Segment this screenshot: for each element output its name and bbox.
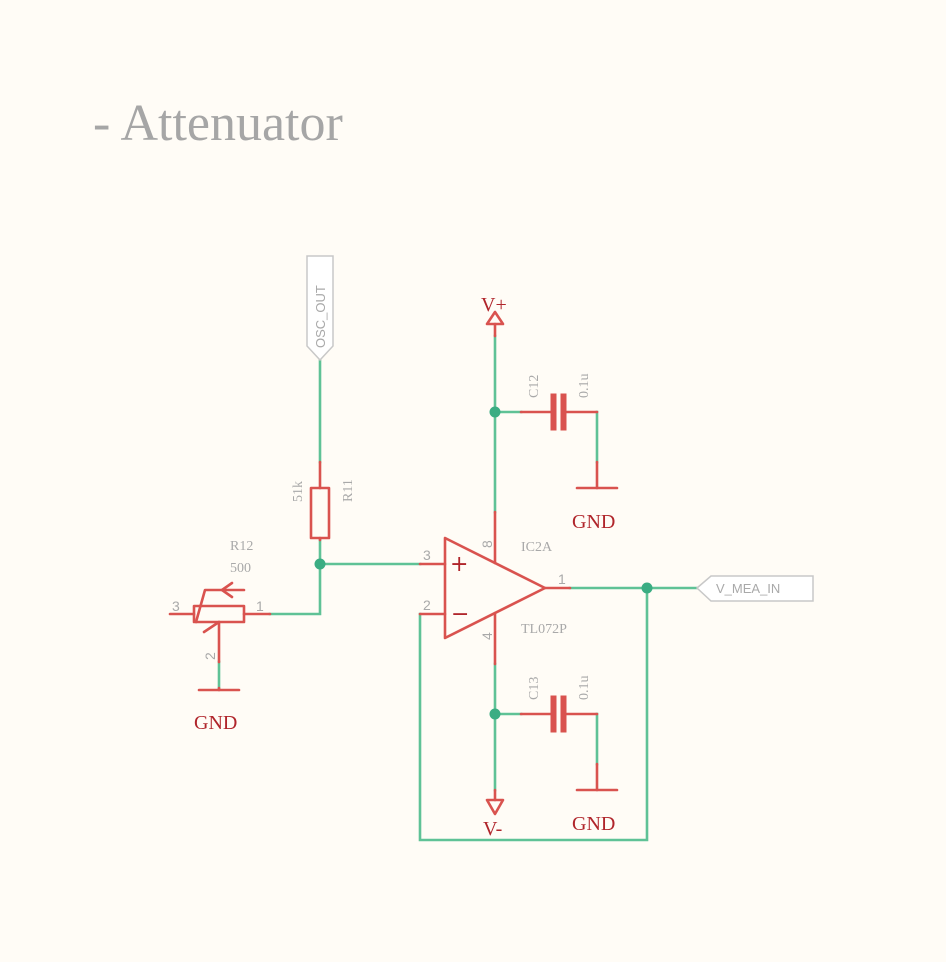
opamp-pin-label-2: 2 — [423, 597, 431, 613]
opamp-pin-label-1: 1 — [558, 571, 566, 587]
c13-name: C13 — [527, 677, 542, 700]
potentiometer-r12: R12 500 3 1 2 — [168, 539, 272, 664]
wires — [217, 334, 699, 842]
net-label-v-mea-in-text: V_MEA_IN — [716, 581, 780, 596]
r12-pin1: 1 — [256, 598, 264, 614]
net-label-v-mea-in: V_MEA_IN — [695, 575, 814, 602]
c12-name: C12 — [527, 375, 542, 398]
resistor-r11: 51k R11 — [291, 460, 356, 542]
ic2a-value: TL072P — [521, 622, 567, 637]
net-label-osc-out-text: OSC_OUT — [313, 285, 328, 348]
junction-vminus-c13 — [489, 708, 501, 720]
r11-value: 51k — [291, 481, 306, 502]
supply-vminus: V- — [483, 788, 505, 840]
c12-value: 0.1u — [577, 374, 592, 399]
pot-adjust-arrow-icon — [194, 588, 246, 624]
junction-input-node — [314, 558, 326, 570]
opamp-pin-label-4: 4 — [479, 632, 495, 640]
opamp-minus-symbol: − — [451, 602, 469, 627]
r12-pin2: 2 — [202, 652, 218, 660]
vminus-arrow-icon — [485, 798, 505, 816]
gnd-label-c12: GND — [572, 511, 615, 533]
r12-pin3: 3 — [172, 598, 180, 614]
opamp-pin-label-8: 8 — [479, 540, 495, 548]
opamp-ic2a: + − IC2A TL072P 3 2 1 8 4 — [418, 510, 572, 666]
r12-name: R12 — [230, 539, 253, 554]
vminus-label: V- — [483, 818, 502, 840]
net-label-osc-out: OSC_OUT — [306, 255, 334, 362]
junction-output-feedback — [641, 582, 653, 594]
supply-vplus: V+ — [481, 294, 507, 338]
r12-value: 500 — [230, 561, 251, 576]
capacitor-c13: C13 0.1u — [519, 676, 599, 733]
junction-vplus-c12 — [489, 406, 501, 418]
opamp-pin-label-3: 3 — [423, 547, 431, 563]
gnd-label-c13: GND — [572, 813, 615, 835]
ground-symbol-c13: GND — [572, 762, 619, 835]
gnd-label-r12: GND — [194, 712, 237, 734]
r11-name: R11 — [341, 479, 356, 502]
vplus-label: V+ — [481, 294, 507, 316]
wire-feedback-loop — [418, 586, 649, 842]
ground-symbol-c12: GND — [572, 460, 619, 533]
capacitor-c12: C12 0.1u — [519, 374, 599, 431]
c13-value: 0.1u — [577, 676, 592, 701]
junctions — [314, 406, 653, 720]
ic2a-name: IC2A — [521, 540, 553, 555]
wire-node-to-r12 — [268, 562, 322, 616]
opamp-plus-symbol: + — [450, 552, 468, 577]
ground-symbol-r12: GND — [194, 686, 241, 734]
page-title: - Attenuator — [93, 95, 343, 152]
